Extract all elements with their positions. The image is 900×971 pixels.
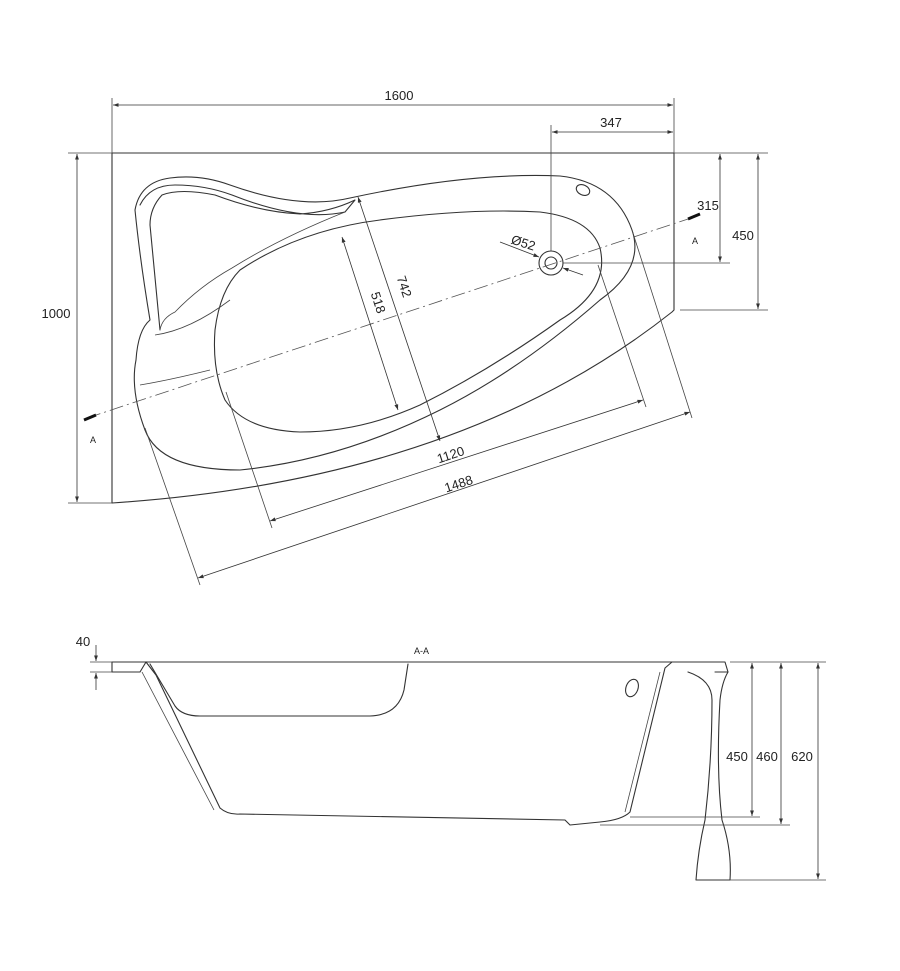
ext-line: [225, 391, 273, 529]
dim-rim: 40: [76, 634, 90, 649]
drain-outer: [538, 250, 564, 276]
section-front-panel: [687, 671, 731, 881]
section-tub-outer: [145, 661, 673, 826]
section-marker-right: [687, 212, 701, 221]
dim-leader-drain: [499, 241, 540, 258]
headrest-outline: [139, 184, 356, 331]
section-headrest-profile: [149, 663, 409, 717]
section-marker-label-right: A: [692, 236, 698, 246]
section-tub-inner-right: [624, 671, 661, 813]
lower-rim-line: [139, 369, 211, 386]
dim-drain-offset-x: 347: [600, 115, 622, 130]
dim-drain-offset-y: 315: [697, 198, 719, 213]
section-right-rim: [671, 661, 729, 673]
dim-total-width: 1000: [42, 306, 71, 321]
ext-line: [597, 264, 647, 408]
plan-view: A A 1600 347 315 450 1000 Ø52 518: [42, 88, 768, 586]
section-label: A-A: [414, 646, 429, 656]
section-view: A-A 40 450 460 620: [76, 634, 826, 881]
dim-outer-length: 1488: [443, 472, 475, 495]
section-overflow: [625, 678, 639, 698]
overflow-hole: [575, 184, 591, 196]
dim-depth-mid: 460: [756, 749, 778, 764]
tub-outer-frame: [111, 152, 675, 504]
dim-line-outer-width: [357, 196, 441, 442]
drain-inner: [544, 256, 558, 270]
inner-bowl: [213, 210, 603, 433]
dim-line-outer-length: [197, 411, 691, 579]
dim-line-inner-width: [341, 236, 399, 411]
dim-right-edge: 450: [732, 228, 754, 243]
back-slope-line: [154, 299, 231, 336]
dim-inner-width: 518: [368, 290, 389, 315]
ext-line: [631, 229, 693, 419]
ext-line: [144, 427, 201, 586]
headrest-inner: [159, 211, 346, 331]
section-marker-left: [83, 413, 97, 422]
dim-leader-drain: [562, 267, 584, 276]
section-tub-inner-left: [141, 671, 215, 811]
dim-drain-diameter: Ø52: [509, 232, 537, 254]
section-left-rim: [111, 661, 147, 673]
bowl-rim: [133, 174, 636, 471]
dim-total-length: 1600: [385, 88, 414, 103]
dim-depth-inner: 450: [726, 749, 748, 764]
dim-outer-width: 742: [394, 274, 415, 299]
dim-total-height: 620: [791, 749, 813, 764]
section-marker-label-left: A: [90, 435, 96, 445]
